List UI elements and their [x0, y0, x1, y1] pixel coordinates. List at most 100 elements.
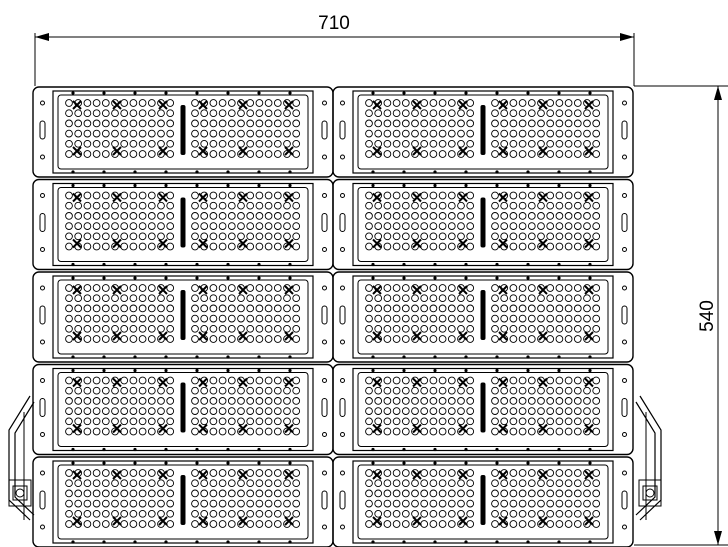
led — [583, 212, 591, 220]
led — [401, 284, 410, 292]
led — [438, 222, 447, 230]
led — [191, 109, 199, 118]
led — [237, 139, 245, 148]
frame-screw — [402, 91, 406, 95]
led — [583, 119, 591, 128]
led — [420, 201, 429, 210]
led — [138, 119, 147, 128]
led — [101, 201, 110, 210]
led — [264, 212, 273, 220]
led — [509, 150, 518, 158]
screw-hole — [40, 247, 45, 252]
mounting-slot — [321, 398, 328, 417]
led — [92, 397, 101, 405]
mounting-slot — [321, 120, 328, 140]
led — [74, 201, 83, 210]
led — [283, 129, 291, 138]
frame-screw — [464, 540, 468, 544]
led — [138, 397, 147, 405]
led — [411, 119, 419, 128]
frame-screw — [588, 540, 592, 544]
led — [365, 397, 373, 405]
led — [255, 109, 264, 118]
lens-marker — [584, 516, 594, 526]
led — [509, 314, 518, 323]
frame-screw — [495, 368, 499, 373]
led — [218, 520, 227, 528]
led — [438, 509, 447, 518]
led — [200, 509, 209, 518]
led — [246, 479, 255, 488]
led — [255, 376, 264, 385]
led — [447, 499, 456, 508]
led — [65, 499, 73, 508]
led — [447, 314, 456, 323]
frame-screw — [164, 461, 168, 465]
led — [218, 191, 227, 200]
led — [365, 407, 373, 415]
led — [383, 335, 392, 343]
led — [255, 489, 264, 498]
led — [518, 242, 527, 251]
led — [111, 201, 119, 210]
lens-marker — [538, 285, 548, 295]
led — [237, 222, 245, 230]
led — [500, 509, 509, 518]
led — [518, 284, 527, 292]
led — [573, 129, 582, 138]
led — [546, 499, 555, 508]
led — [438, 294, 447, 303]
led — [374, 232, 383, 241]
led — [592, 119, 601, 128]
led — [273, 222, 282, 230]
led — [74, 139, 83, 148]
led — [237, 232, 245, 241]
led — [218, 324, 227, 333]
led — [466, 119, 475, 128]
led — [227, 509, 236, 518]
frame-screw — [102, 355, 106, 359]
led — [401, 386, 410, 395]
led — [555, 376, 564, 385]
led — [447, 284, 456, 292]
led — [166, 222, 175, 230]
led — [138, 304, 147, 313]
lens-marker — [158, 377, 168, 388]
frame-screw — [433, 170, 437, 174]
width-arrow-left — [35, 33, 49, 41]
led — [401, 314, 410, 323]
frame-screw — [557, 183, 561, 188]
led — [573, 99, 582, 107]
lens-marker — [498, 331, 508, 341]
frame-screw — [464, 447, 468, 452]
led — [138, 489, 147, 498]
led — [65, 99, 73, 107]
frame-screw — [102, 170, 106, 174]
led — [166, 119, 175, 128]
led — [500, 397, 509, 405]
led — [264, 109, 273, 118]
led — [101, 509, 110, 518]
led — [120, 242, 129, 251]
frame-screw — [433, 447, 437, 452]
frame-screw — [195, 461, 199, 465]
frame-screw — [557, 262, 561, 267]
led — [392, 139, 401, 148]
led — [491, 386, 499, 395]
led — [457, 489, 465, 498]
led — [527, 376, 536, 385]
led — [429, 201, 438, 210]
led — [120, 109, 129, 118]
led — [583, 427, 591, 436]
screw-hole — [322, 470, 327, 476]
led — [365, 314, 373, 323]
led — [438, 212, 447, 220]
lens-marker — [498, 470, 508, 480]
led — [157, 109, 165, 118]
lens-marker — [412, 470, 422, 480]
led — [209, 191, 218, 200]
led — [157, 386, 165, 395]
led — [491, 324, 499, 333]
led — [509, 201, 518, 210]
led — [227, 386, 236, 395]
